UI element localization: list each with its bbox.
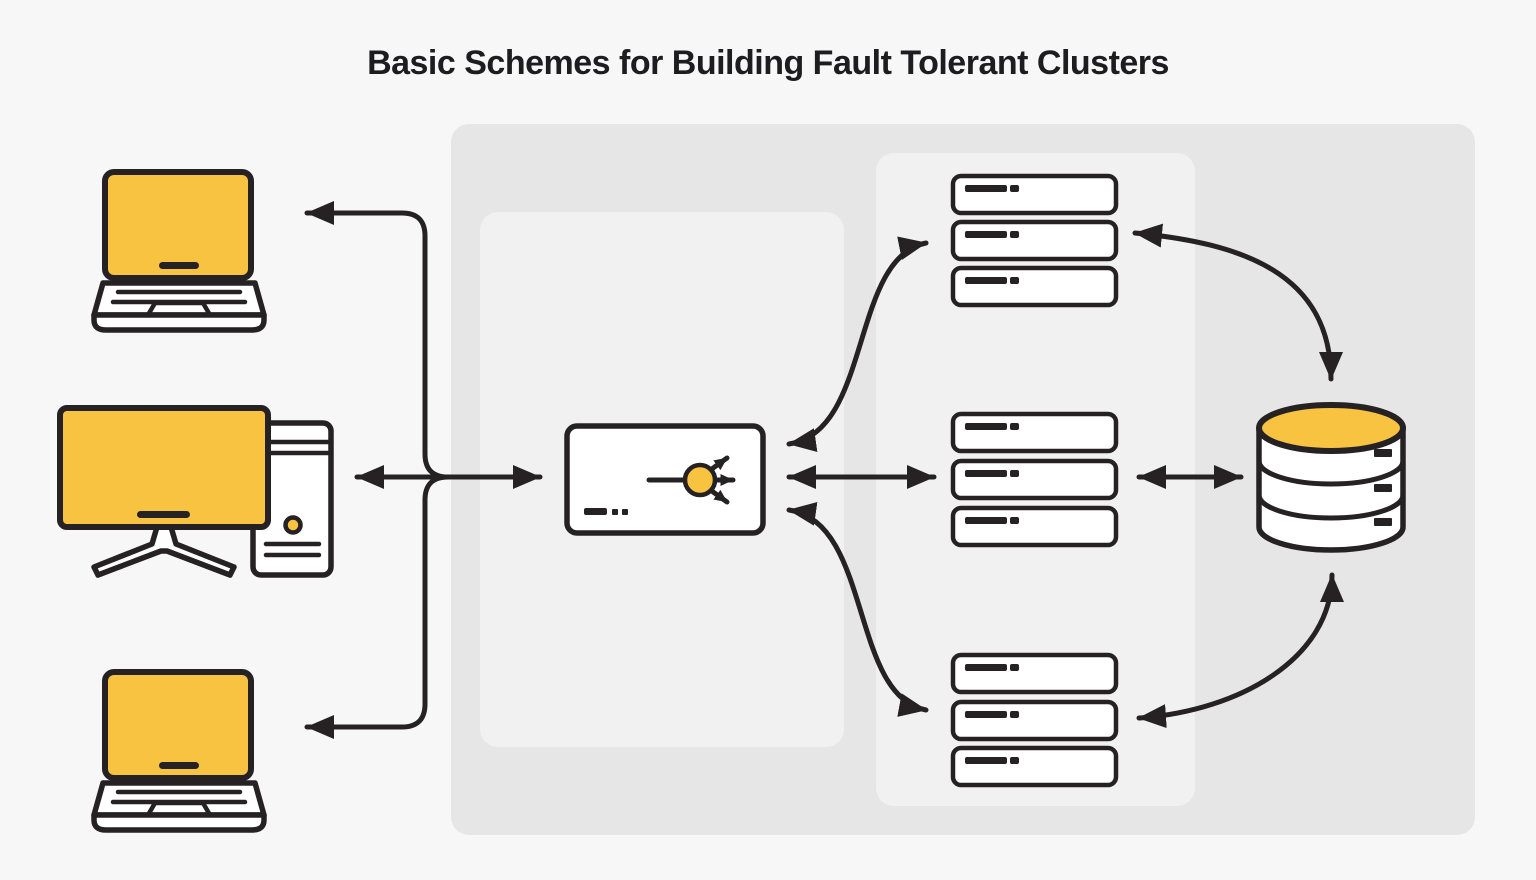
desktop-computer-icon <box>57 405 334 578</box>
server-to-database-arrows <box>1132 223 1344 729</box>
database-cylinder-icon <box>1256 402 1406 553</box>
lb-to-server-arrows <box>786 236 937 717</box>
monitor-screen <box>57 405 271 530</box>
laptop-icon <box>94 672 264 830</box>
diagram-title: Basic Schemes for Building Fault Toleran… <box>367 44 1169 82</box>
server-stack-icon <box>953 655 1116 785</box>
client-connection-arrows <box>304 201 543 739</box>
load-balancer-icon <box>564 423 766 536</box>
monitor-stand <box>91 524 237 578</box>
laptop-icon <box>94 172 264 330</box>
server-stack-icon <box>953 414 1116 545</box>
server-stack-icon <box>953 176 1116 305</box>
